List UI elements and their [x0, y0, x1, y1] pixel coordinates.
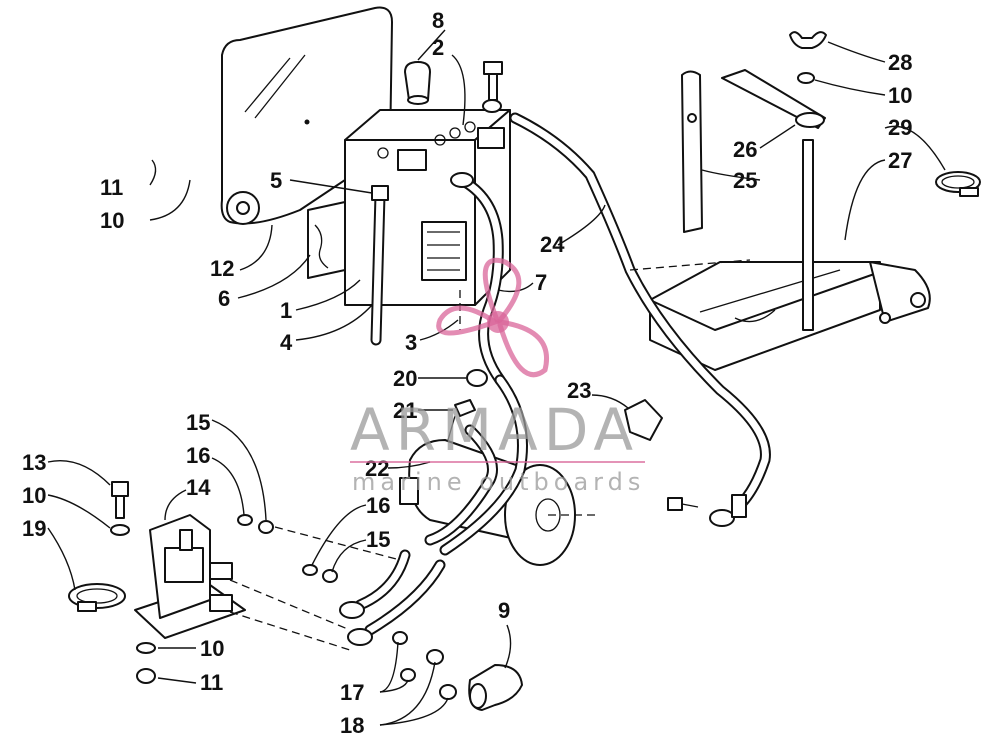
callout-16-top: 16	[186, 443, 210, 468]
callout-8: 8	[432, 8, 444, 33]
terminal-boot	[404, 61, 431, 105]
negative-cable	[450, 172, 506, 386]
watermark-tagline: marine outboards	[352, 468, 645, 496]
callout-18: 18	[340, 713, 364, 738]
callout-10-right: 10	[888, 83, 912, 108]
callout-11-bottom: 11	[200, 670, 223, 695]
watermark-brand: ARMADA	[350, 396, 639, 464]
washer-10-left	[110, 524, 130, 536]
nut-20	[466, 369, 488, 387]
cable-tie	[371, 185, 389, 201]
bolt-21	[447, 399, 476, 441]
callout-17: 17	[340, 680, 364, 705]
callout-11-top: 11	[100, 175, 123, 200]
callout-20: 20	[393, 366, 417, 391]
positive-cable	[509, 112, 771, 527]
battery-tray	[649, 261, 931, 371]
callout-27: 27	[888, 148, 912, 173]
callout-14: 14	[186, 475, 211, 500]
callout-5: 5	[270, 168, 282, 193]
cable-bolt	[667, 497, 699, 511]
callout-22: 22	[365, 456, 389, 481]
callout-28: 28	[888, 50, 912, 75]
hold-down-bar	[721, 69, 826, 129]
callout-23: 23	[567, 378, 591, 403]
callout-26: 26	[733, 137, 757, 162]
callout-2: 2	[432, 35, 444, 60]
callout-numbers: 8 2 5 11 10 12 6 1 4 3 7 24 25 26 27 28 …	[22, 8, 912, 738]
starter-motor	[399, 439, 600, 566]
hose-clamp-left	[68, 583, 126, 612]
callout-1: 1	[280, 298, 292, 323]
hose-clamp-right	[935, 171, 981, 197]
terminal-boot-9	[468, 664, 523, 711]
washer-10-bottom	[136, 642, 156, 654]
callout-15-mid: 15	[366, 527, 390, 552]
starter-wires	[339, 374, 528, 646]
callout-10-top: 10	[100, 208, 124, 233]
callout-15-top: 15	[186, 410, 210, 435]
propeller-logo	[436, 257, 549, 378]
callout-13: 13	[22, 450, 46, 475]
small-hardware	[237, 514, 457, 700]
callout-3: 3	[405, 330, 417, 355]
callout-25: 25	[733, 168, 757, 193]
foam-pad	[307, 201, 346, 279]
callout-16-mid: 16	[366, 493, 390, 518]
connector-23	[624, 399, 663, 441]
callout-6: 6	[218, 286, 230, 311]
hold-down-strap	[681, 70, 703, 233]
callout-21: 21	[393, 398, 417, 423]
callout-12: 12	[210, 256, 234, 281]
bolt-13	[111, 481, 129, 519]
terminal-bolt	[482, 61, 503, 113]
callout-9: 9	[498, 598, 510, 623]
watermark: ARMADA marine outboards	[350, 257, 645, 496]
nut-11-bottom	[136, 668, 156, 684]
washer-top	[797, 72, 815, 84]
threaded-rod	[802, 139, 814, 331]
callout-10-bottom: 10	[200, 636, 224, 661]
solenoid	[134, 514, 246, 639]
callout-24: 24	[540, 232, 565, 257]
wing-nut	[789, 31, 827, 49]
callout-19: 19	[22, 516, 46, 541]
callout-10-left: 10	[22, 483, 46, 508]
callout-4: 4	[280, 330, 293, 355]
vent-tube	[370, 189, 386, 346]
callout-7: 7	[535, 270, 547, 295]
callout-29: 29	[888, 115, 912, 140]
battery-cell-caps	[377, 121, 476, 159]
